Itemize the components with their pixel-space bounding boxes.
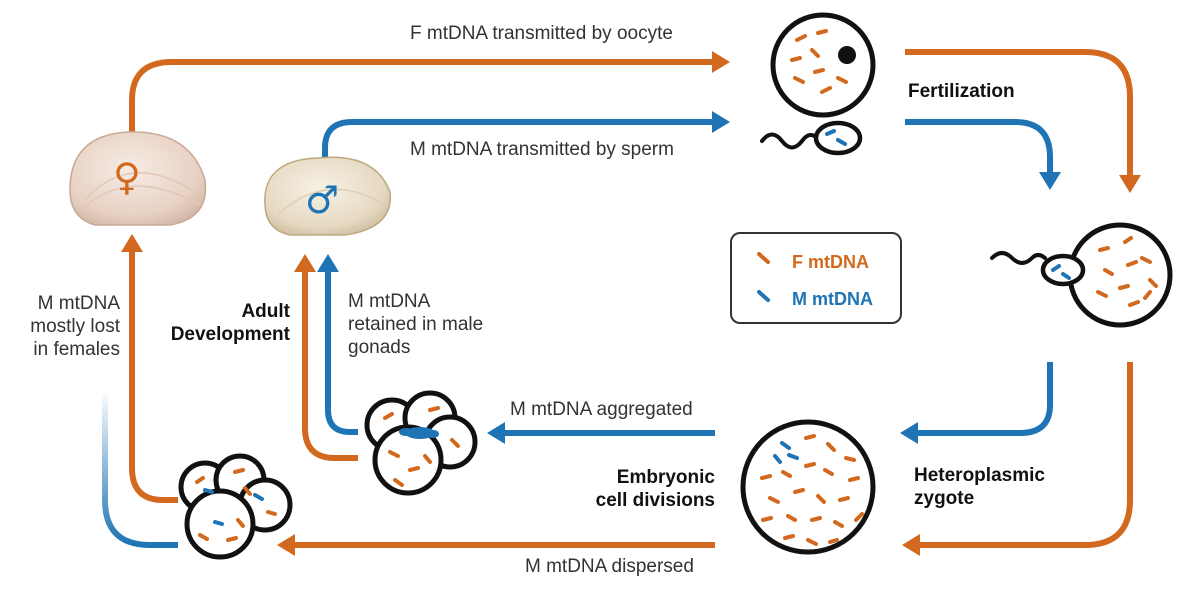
m-transmission-arrowhead [712,111,730,133]
legend-f-label: F mtDNA [792,252,869,272]
male-shell [264,156,391,236]
m-retained-label: M mtDNA retained in male gonads [348,291,484,358]
zygote-orange-line [920,362,1133,548]
f-transmission-arrowhead [712,51,730,73]
female-development-line [129,252,178,503]
zygote-blue-line [918,362,1053,436]
male-blue-development-line [325,272,358,435]
fertilized-egg [990,222,1173,328]
dispersed-arrowhead [277,534,295,556]
male-orange-development-line [302,272,358,461]
f-transmitted-label: F mtDNA transmitted by oocyte [410,23,673,44]
aggregated-arrowhead [487,422,505,444]
fertilization-label: Fertilization [908,81,1015,102]
legend-m-label: M mtDNA [792,289,873,309]
legend-m-swatch [757,290,770,302]
female-loss-line [102,390,178,548]
male-blue-development-arrowhead [317,254,339,272]
female-shell [69,131,207,226]
zygote-blue-arrowhead [900,422,918,444]
female-symbol-icon: ♀ [113,155,141,199]
heteroplasmic-zygote-label: Heteroplasmic zygote [914,465,1045,509]
legend-box: F mtDNA M mtDNA [730,232,902,324]
m-transmission-line [322,119,712,162]
male-symbol-icon: ♂ [305,178,340,222]
m-aggregated-label: M mtDNA aggregated [510,399,693,420]
embryo-dispersed [178,453,293,560]
zygote-orange-arrowhead [902,534,920,556]
female-development-arrowhead [121,234,143,252]
legend-f-swatch [757,252,770,264]
male-orange-development-arrowhead [294,254,316,272]
adult-development-label: Adult Development [170,301,290,345]
fertilization-orange-line [905,49,1133,175]
sperm [760,120,863,156]
m-transmitted-label: M mtDNA transmitted by sperm [410,139,674,160]
embryonic-divisions-label: Embryonic cell divisions [595,467,715,511]
f-transmission-line [129,59,712,170]
m-lost-label: M mtDNA mostly lost in females [30,293,120,360]
oocyte [770,12,876,118]
fertilization-blue-line [905,119,1053,172]
fertilization-blue-arrowhead [1039,172,1061,190]
heteroplasmic-zygote-cell [740,419,876,555]
embryo-aggregated [364,390,478,496]
fertilization-orange-arrowhead [1119,175,1141,193]
m-dispersed-label: M mtDNA dispersed [525,556,694,577]
